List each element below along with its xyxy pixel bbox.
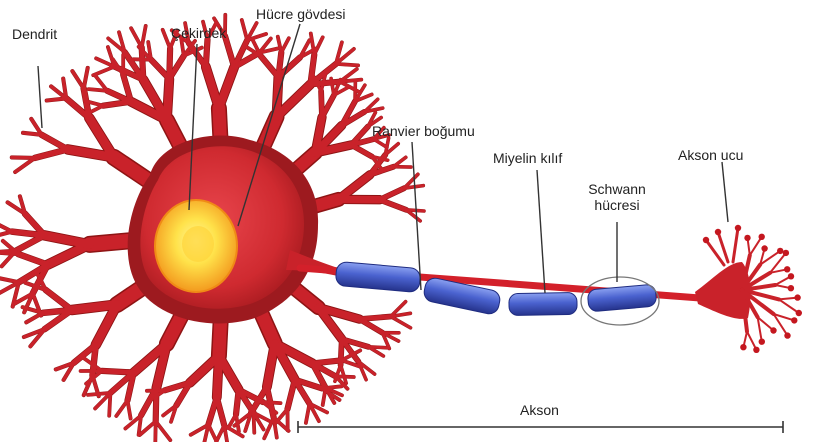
myelin-sheath	[335, 261, 657, 315]
label-myelin-sheath: Miyelin kılıf	[493, 150, 562, 166]
label-nucleus: Çekirdek	[171, 25, 226, 41]
label-schwann-line2: hücresi	[583, 197, 651, 213]
label-axon-terminal: Akson ucu	[678, 147, 743, 163]
label-axon: Akson	[520, 402, 559, 418]
label-cell-body: Hücre gövdesi	[256, 6, 346, 22]
nucleolus	[182, 226, 214, 262]
label-schwann-cell: Schwann hücresi	[583, 181, 651, 213]
leader-myelin	[537, 170, 545, 293]
label-node-of-ranvier: Ranvier boğumu	[372, 123, 475, 139]
leader-dendrite	[38, 66, 42, 128]
label-dendrite: Dendrit	[12, 26, 57, 42]
leader-axon-terminal	[722, 162, 728, 222]
label-schwann-line1: Schwann	[583, 181, 651, 197]
axon-span-bracket	[298, 421, 783, 433]
